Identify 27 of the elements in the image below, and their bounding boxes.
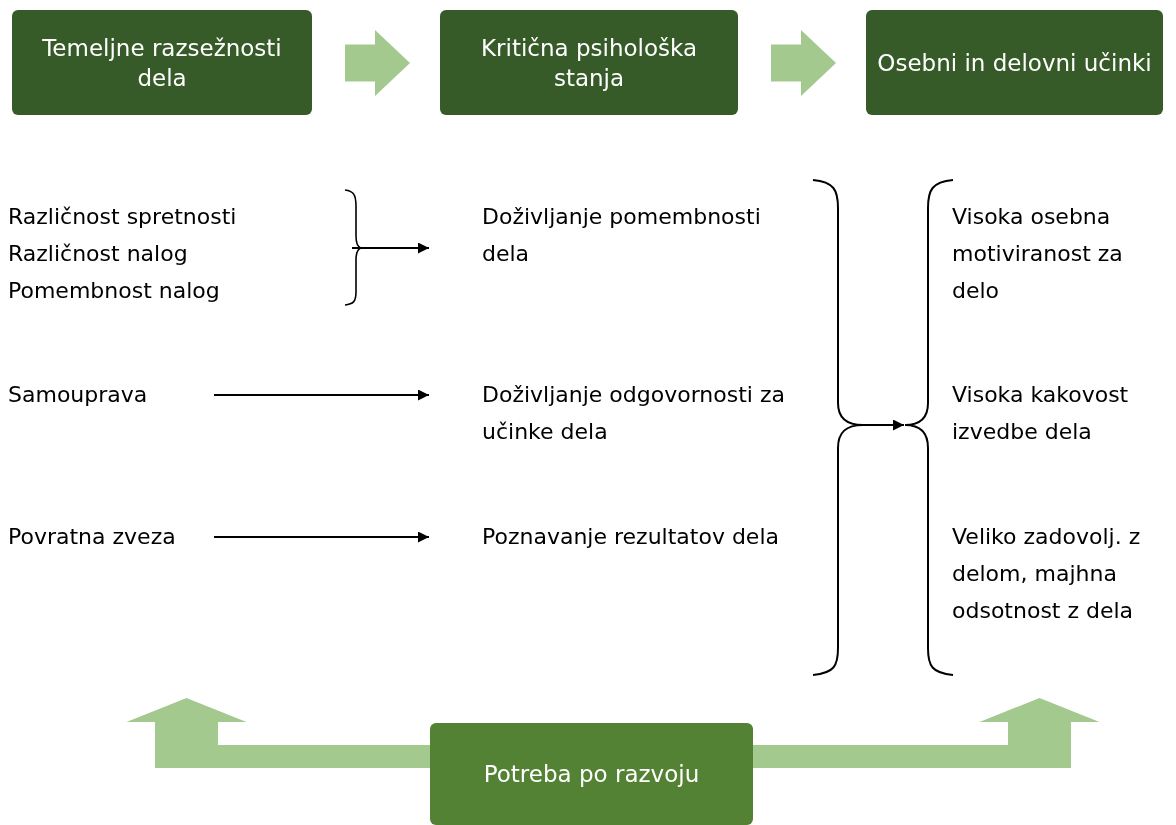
stage-box — [12, 10, 312, 115]
stage-title: Kritična psihološka stanja — [479, 33, 698, 93]
factor-text: Različnost spretnosti — [8, 203, 238, 231]
stage-box — [440, 10, 738, 115]
stage-title: Potreba po razvoju — [483, 760, 700, 789]
stage-title: Osebni in delovni učinki — [877, 48, 1152, 78]
factor-text: Poznavanje rezultatov dela — [482, 523, 780, 551]
stage-title: Temeljne razsežnosti dela — [41, 33, 283, 93]
factor-text: Visoka kakovost izvedbe dela — [952, 381, 1130, 446]
block-arrow — [753, 698, 1100, 768]
block-arrow — [771, 30, 836, 96]
factor-text: Samouprava — [8, 381, 149, 409]
stage-box — [866, 10, 1163, 115]
stage-box — [430, 723, 753, 825]
block-arrow — [345, 30, 410, 96]
factor-text: Povratna zveza — [8, 523, 177, 551]
arrow — [861, 419, 905, 431]
factor-text: Doživljanje pomembnosti dela — [482, 203, 762, 268]
factor-text: Doživljanje odgovornosti za učinke dela — [482, 381, 786, 446]
block-arrow — [126, 698, 430, 768]
factor-text: Visoka osebna motiviranost za delo — [952, 203, 1124, 305]
arrow — [213, 389, 430, 401]
factor-text: Pomembnost nalog — [8, 277, 221, 305]
arrow — [351, 242, 430, 254]
arrow — [213, 531, 430, 543]
factor-text: Različnost nalog — [8, 240, 189, 268]
factor-text: Veliko zadovolj. z delom, majhna odsotnost z dela — [952, 523, 1142, 625]
